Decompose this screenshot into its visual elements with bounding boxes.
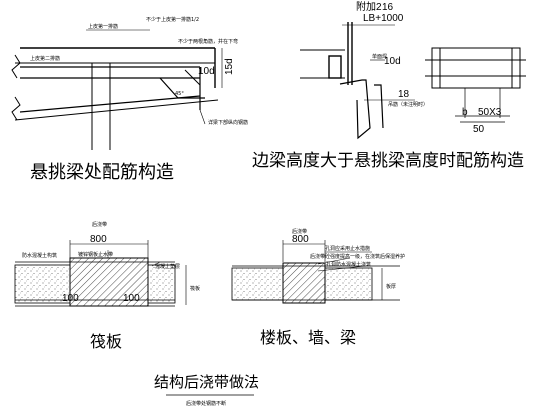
note-lb: LB+1000: [363, 13, 404, 24]
dim-15d: 15d: [224, 58, 235, 75]
raft-dim-100b: 100: [123, 293, 140, 304]
title-slab: 楼板、墙、梁: [260, 328, 356, 347]
slab-dim-800: 800: [292, 234, 309, 245]
title-cantilever: 悬挑梁处配筋构造: [30, 162, 174, 183]
cantilever-beam-detail: [11, 47, 223, 150]
dim-10d-left: 10d: [198, 66, 215, 77]
dim-50: 50: [473, 124, 485, 135]
note-bar-dia: 16: [382, 2, 394, 13]
raft-note-stop-plate: 镀锌钢板止水带: [78, 251, 113, 258]
footer-subtitle: 后浇带处钢筋不断: [186, 400, 226, 407]
slab-note-thickness: 板厚: [386, 283, 396, 290]
raft-dim-100a: 100: [62, 293, 79, 304]
slab-label-strip: 后浇带: [292, 228, 307, 235]
dim-b: b: [462, 107, 468, 118]
note-top-rebar: 上皮第一排筋: [88, 23, 118, 30]
note-bar-spec: 附加2: [356, 0, 382, 13]
note-not-less-half: 不少于上皮第一排筋1/2: [146, 16, 199, 23]
raft-note-thickness: 筏板: [190, 285, 200, 292]
raft-label-strip: 后浇带: [92, 221, 107, 228]
slab-note-1: 孔洞应采用止水措施: [325, 245, 370, 252]
slab-note-2: 后浇带砼强度提高一级，在浇筑后保湿养护: [310, 253, 405, 260]
raft-note-waterproof: 防水混凝土构筑: [22, 252, 57, 259]
note-not-less-two: 不少于两根角筋，并在下弯: [178, 38, 238, 45]
raft-note-cushion: 混凝土垫层: [155, 263, 180, 270]
slab-pour-strip-detail: [231, 240, 400, 304]
raft-dim-800: 800: [90, 234, 107, 245]
dim-50x3: 50X3: [478, 107, 502, 118]
dim-angle: 45°: [175, 91, 184, 97]
slab-note-3: 孔洞防水混凝土浇筑: [326, 261, 371, 268]
dim-18: 18: [398, 89, 410, 100]
footer-title: 结构后浇带做法: [154, 373, 259, 391]
edge-beam-detail: [300, 22, 526, 140]
dim-10d-right: 10d: [384, 56, 401, 67]
note-hanger: 吊筋（未注明时）: [388, 101, 428, 108]
raft-pour-strip-detail: [14, 240, 187, 307]
note-top-second-row: 上皮第二排筋: [30, 55, 60, 62]
note-single-weld: 单面焊: [372, 53, 387, 60]
note-bottom-rebar-ref: 详梁下部纵向钢筋: [208, 119, 248, 126]
title-edge-beam: 边梁高度大于悬挑梁高度时配筋构造: [252, 151, 524, 171]
title-raft: 筏板: [90, 332, 122, 351]
